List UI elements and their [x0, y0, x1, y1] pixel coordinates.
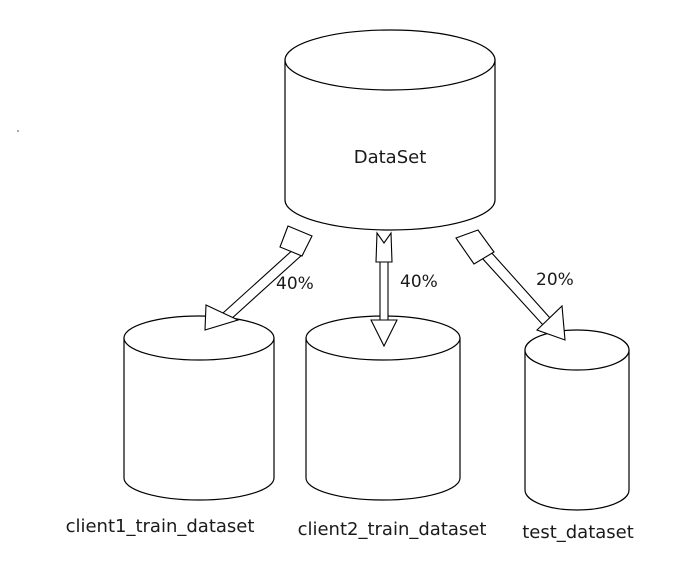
client1-label: client1_train_dataset [66, 516, 255, 537]
arrow-to-client2 [370, 231, 398, 348]
client1-cylinder: client1_train_dataset [66, 315, 275, 537]
client2-label: client2_train_dataset [298, 519, 487, 540]
test-label: test_dataset [522, 522, 634, 543]
test-cylinder: test_dataset [522, 329, 634, 543]
share-client2: 40% [400, 272, 438, 292]
client2-cylinder: client2_train_dataset [298, 315, 487, 540]
share-client1: 40% [276, 274, 314, 294]
arrow-to-test [455, 229, 566, 341]
stray-dot [17, 130, 19, 132]
arrow-to-client1 [204, 225, 313, 331]
dataset-cylinder: DataSet [284, 29, 496, 231]
dataset-label: DataSet [354, 147, 427, 168]
share-test: 20% [536, 270, 574, 290]
